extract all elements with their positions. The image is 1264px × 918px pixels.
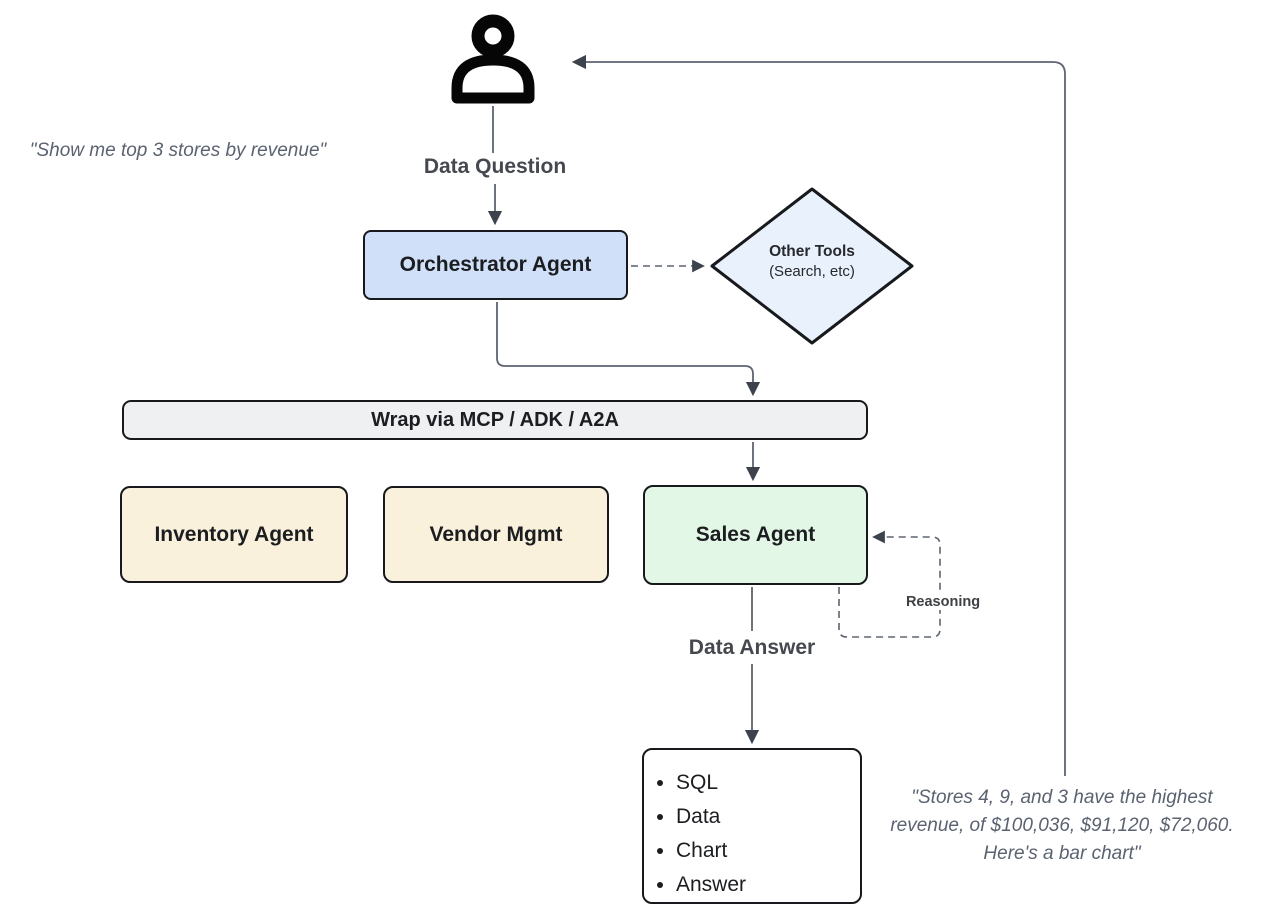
output-item-answer: Answer — [676, 868, 860, 902]
sales-agent-node: Sales Agent — [643, 485, 868, 585]
other-tools-text: Other Tools (Search, etc) — [747, 242, 877, 282]
data-answer-label: Data Answer — [688, 636, 816, 659]
agent-answer-quote: "Stores 4, 9, and 3 have the highest rev… — [890, 787, 1234, 864]
orchestrator-agent-node: Orchestrator Agent — [363, 230, 628, 300]
data-question-label: Data Question — [423, 155, 567, 178]
reasoning-label: Reasoning — [893, 594, 993, 610]
other-tools-subtitle: (Search, etc) — [769, 263, 855, 280]
user-question-quote: "Show me top 3 stores by revenue" — [29, 140, 327, 161]
output-item-chart: Chart — [676, 834, 860, 868]
output-list: SQL Data Chart Answer — [644, 766, 860, 902]
sales-agent-label: Sales Agent — [695, 523, 816, 546]
output-item-data: Data — [676, 800, 860, 834]
wrap-bar-label: Wrap via MCP / ADK / A2A — [371, 408, 619, 431]
other-tools-title: Other Tools — [769, 243, 855, 260]
person-icon — [451, 14, 535, 104]
inventory-agent-node: Inventory Agent — [120, 486, 348, 583]
vendor-mgmt-node: Vendor Mgmt — [383, 486, 609, 583]
inventory-agent-label: Inventory Agent — [154, 522, 314, 546]
output-box: SQL Data Chart Answer — [642, 748, 862, 904]
wrap-mcp-adk-a2a-bar: Wrap via MCP / ADK / A2A — [122, 400, 868, 440]
other-tools-diamond — [710, 187, 914, 345]
vendor-mgmt-label: Vendor Mgmt — [429, 522, 563, 546]
orchestrator-agent-label: Orchestrator Agent — [399, 253, 592, 276]
output-item-sql: SQL — [676, 766, 860, 800]
